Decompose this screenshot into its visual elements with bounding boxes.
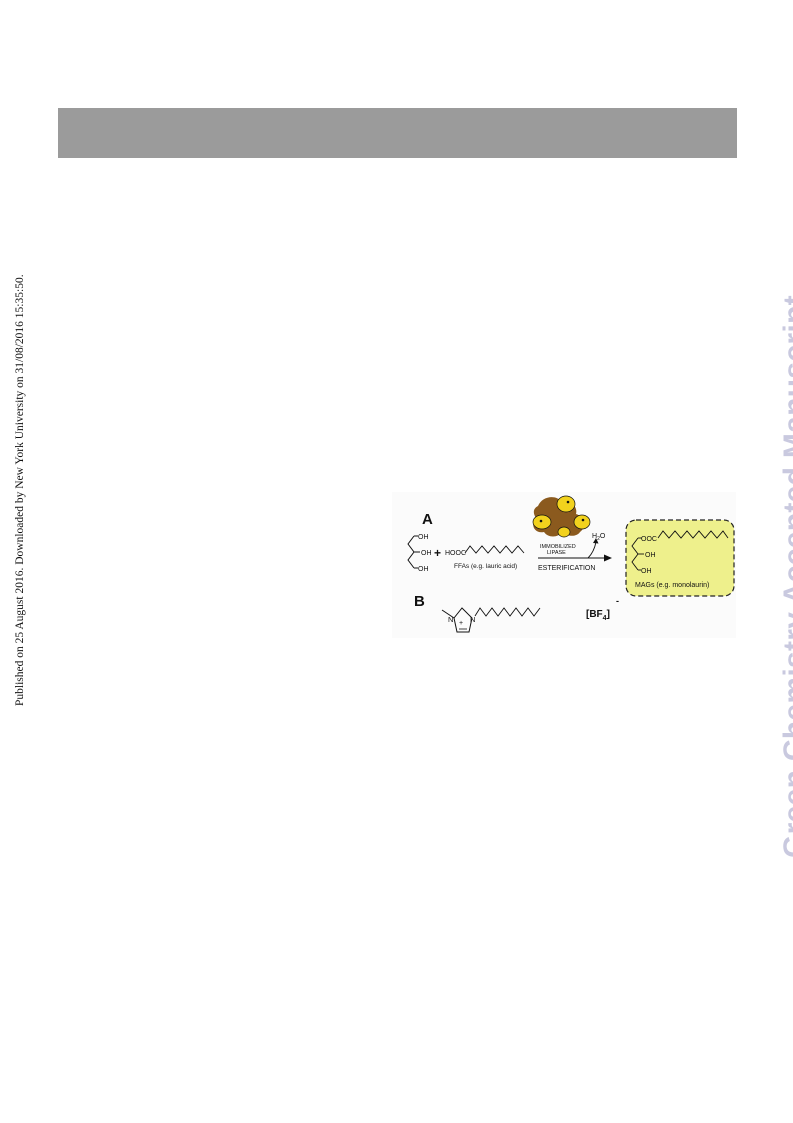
label-b: B: [414, 593, 425, 610]
lauric-acid-structure: HOOC FFAs (e.g. lauric acid): [445, 545, 525, 570]
lipase-enzyme-icon: [532, 495, 591, 538]
ffa-caption: FFAs (e.g. lauric acid): [454, 563, 517, 570]
il-n1: N: [448, 615, 453, 624]
il-n2: N: [470, 615, 475, 624]
accepted-manuscript-watermark: Green Chemistry Accepted Manuscript: [778, 295, 793, 858]
water-h: H2O: [592, 533, 606, 542]
mag-oh-1: OH: [645, 552, 656, 559]
reaction-arrow: [538, 538, 612, 562]
ffa-group: HOOC: [445, 550, 466, 557]
mag-group: OOC: [641, 536, 657, 543]
mag-caption: MAGs (e.g. monolaurin): [635, 582, 709, 589]
il-plus: +: [459, 620, 463, 627]
imidazolium-cation-structure: N N +: [441, 607, 541, 633]
mag-oh-2: OH: [641, 568, 652, 575]
label-a: A: [422, 511, 433, 528]
header-bar: [58, 108, 737, 158]
plus-sign: +: [434, 546, 441, 560]
reaction-figure: A OH OH OH + HOOC FFAs (e.g. lauric acid…: [392, 492, 736, 638]
glycerol-oh-2: OH: [421, 550, 432, 557]
glycerol-oh-3: OH: [418, 566, 429, 573]
reaction-scheme-svg: A OH OH OH + HOOC FFAs (e.g. lauric acid…: [392, 492, 736, 638]
anion-bf4: [BF4]: [586, 609, 610, 622]
publication-notice: Published on 25 August 2016. Downloaded …: [14, 274, 26, 706]
esterification-label: ESTERIFICATION: [538, 565, 595, 572]
glycerol-oh-1: OH: [418, 534, 429, 541]
lipase-label-line1: IMMOBILIZED: [540, 544, 576, 550]
mag-product-box: OOC OH OH MAGs (e.g. monolaurin): [625, 519, 735, 597]
lipase-label-line2: LIPASE: [547, 550, 566, 556]
glycerol-structure: OH OH OH: [407, 534, 432, 573]
anion-charge: -: [616, 596, 619, 606]
